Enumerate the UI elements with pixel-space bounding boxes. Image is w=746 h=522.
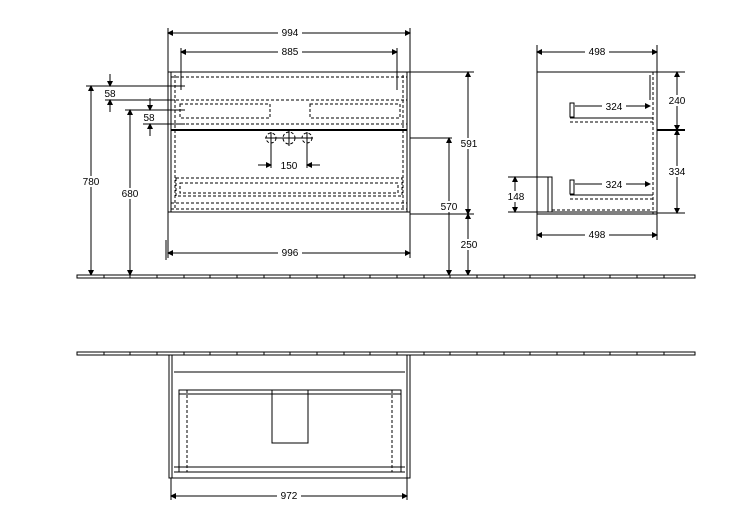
front-view: 150 994 885 996 58 58 780 680 xyxy=(80,27,480,276)
floor-line xyxy=(76,274,696,279)
dim-body-height: 591 xyxy=(461,139,478,150)
basin-cutout xyxy=(271,389,309,444)
top-view: 972 xyxy=(76,351,696,502)
dim-mount-height: 680 xyxy=(122,189,139,200)
dim-lower-height: 334 xyxy=(669,167,686,178)
top-outline xyxy=(168,354,411,479)
cabinet-outline xyxy=(167,71,411,213)
dim-floor-clearance: 250 xyxy=(461,240,478,251)
dim-handle-height: 148 xyxy=(508,192,525,203)
side-outline xyxy=(536,71,658,215)
dim-upper-height: 240 xyxy=(669,96,686,107)
dim-upper-drawer-depth: 324 xyxy=(606,102,623,113)
dim-drawer-height: 570 xyxy=(441,202,458,213)
dim-bottom-width: 996 xyxy=(282,248,299,259)
dim-bottom-depth: 498 xyxy=(589,230,606,241)
dim-total-height: 780 xyxy=(83,177,100,188)
dim-top-offset-2: 58 xyxy=(143,113,155,124)
dim-top-offset-1: 58 xyxy=(104,89,116,100)
dim-hole-spacing: 150 xyxy=(281,161,298,172)
drain-holes xyxy=(265,130,313,146)
dim-lower-drawer-depth: 324 xyxy=(606,180,623,191)
dim-inner-width: 885 xyxy=(282,47,299,58)
side-view: 324 324 498 498 240 334 xyxy=(505,45,689,241)
dim-top-width: 972 xyxy=(281,491,298,502)
dim-top-depth: 498 xyxy=(589,47,606,58)
handle xyxy=(547,176,553,213)
dim-overall-width: 994 xyxy=(282,28,299,39)
